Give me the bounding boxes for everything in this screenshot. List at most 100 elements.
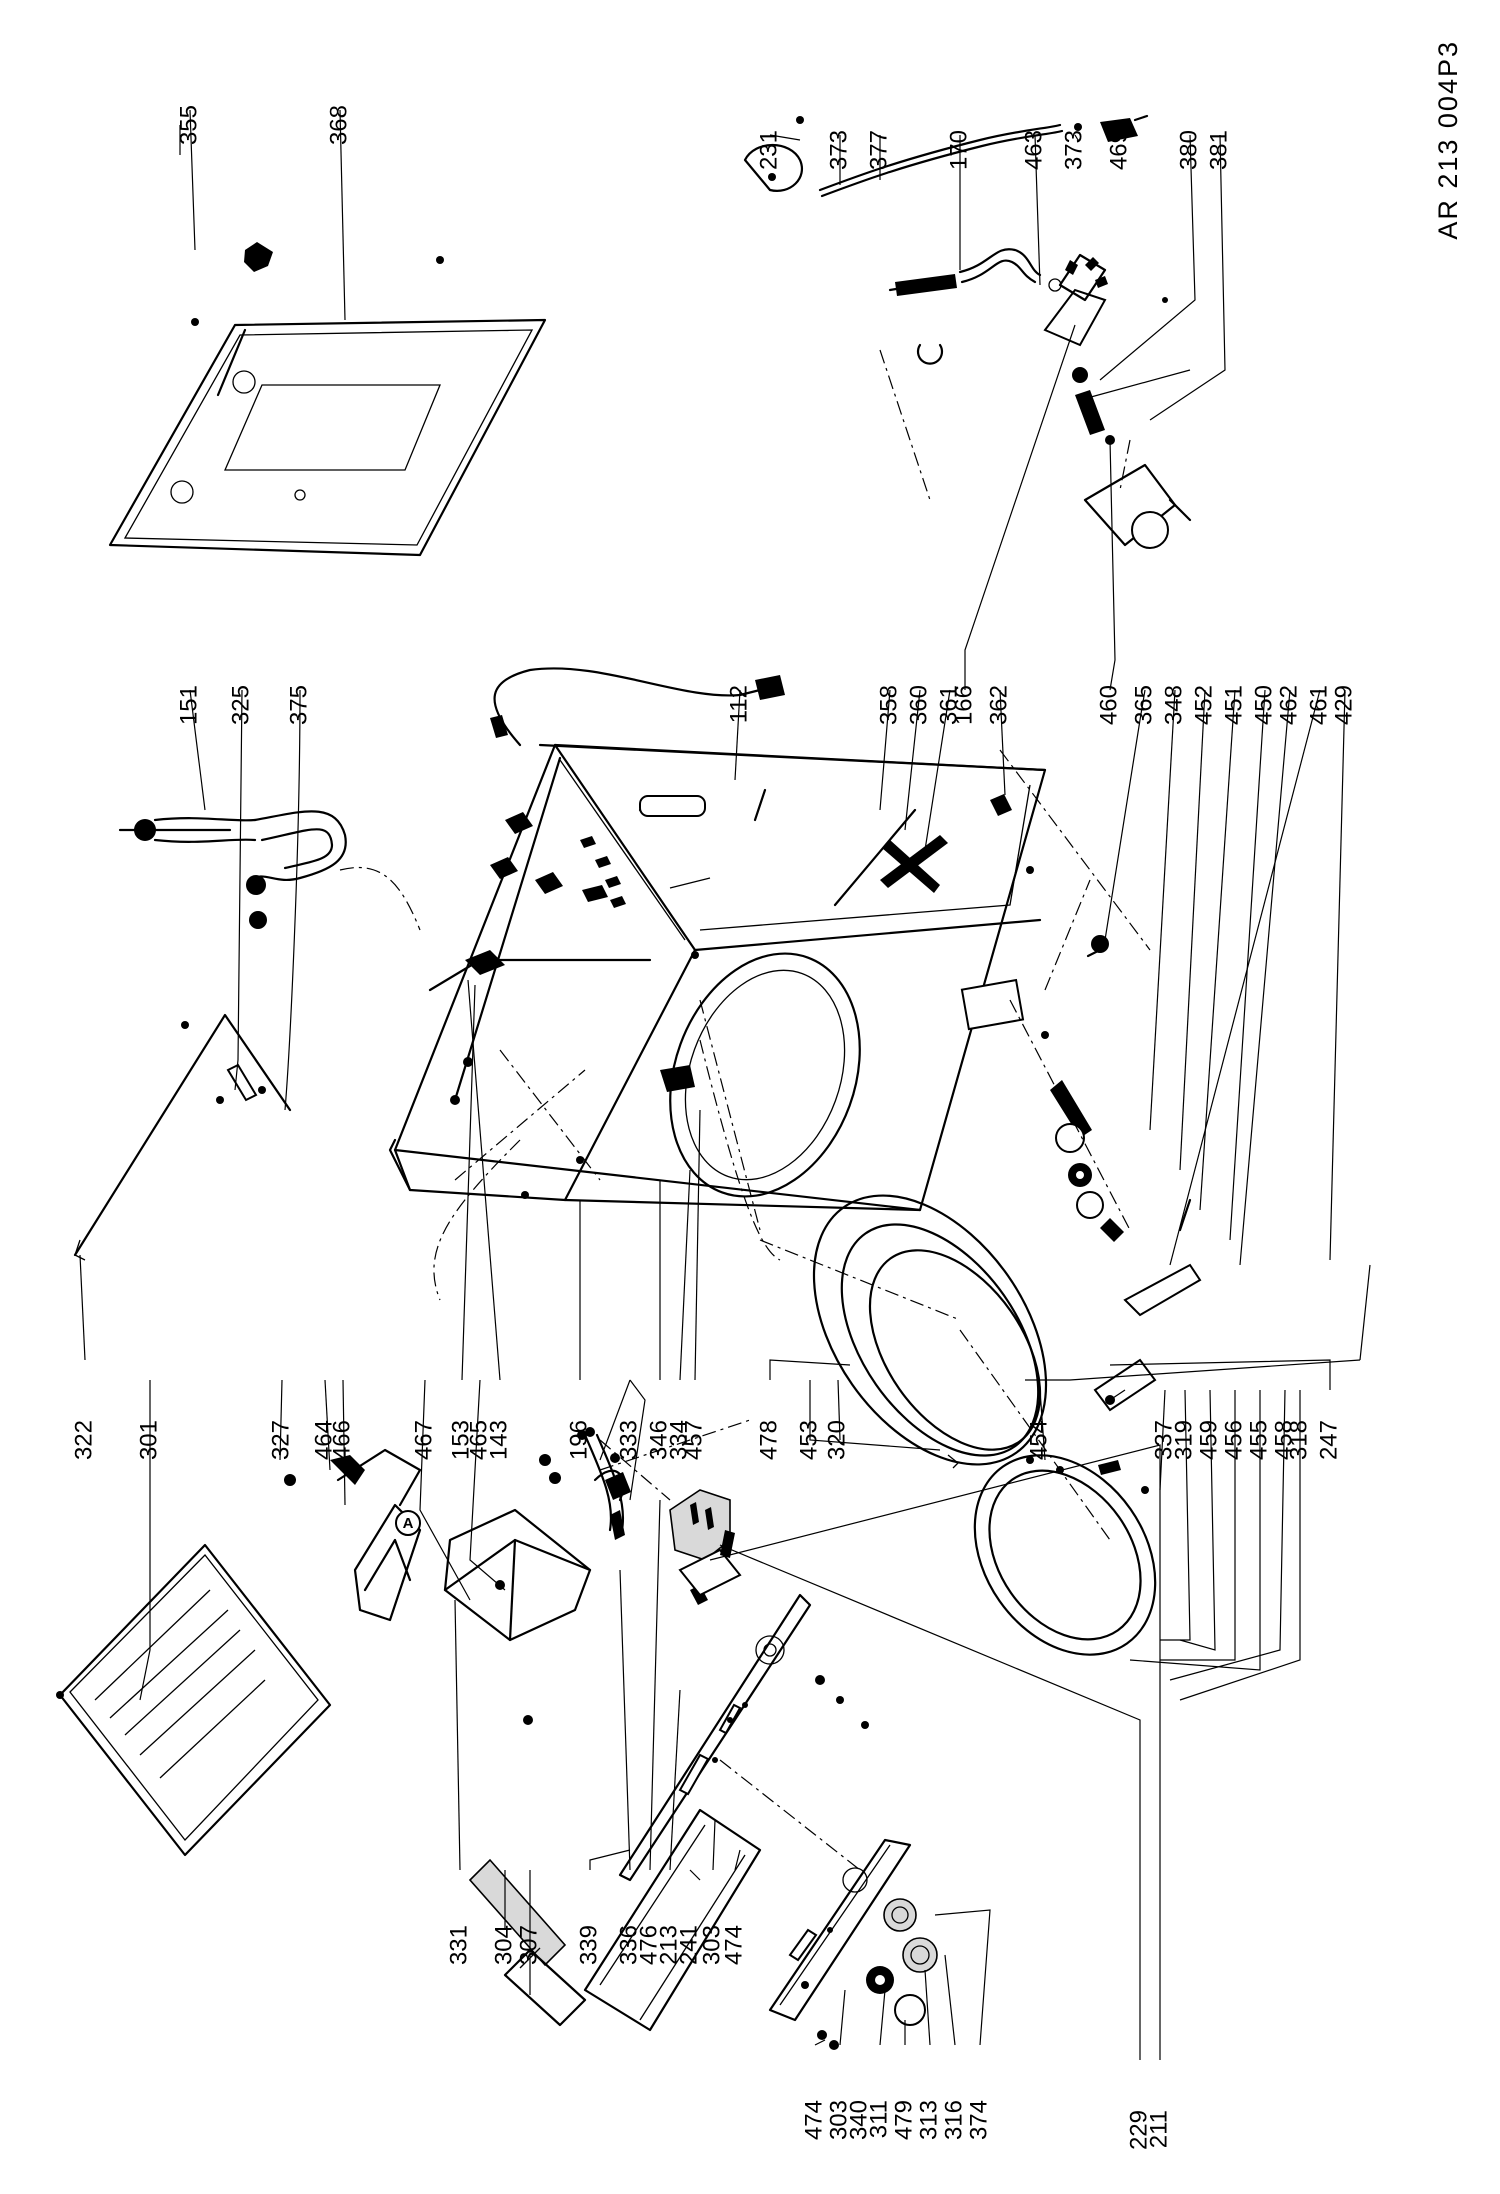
callout-450: 450	[1250, 685, 1277, 725]
front-fascia	[768, 1838, 912, 2022]
callout-303: 303	[825, 2100, 852, 2140]
callout-339: 339	[575, 1925, 602, 1965]
callout-316: 316	[940, 2100, 967, 2140]
callout-170: 170	[945, 130, 972, 170]
callout-labels: 355 368 151 325 375 112 231 373 377 170 463 373 469 3…	[70, 105, 1357, 2150]
callout-377: 377	[865, 130, 892, 170]
callout-196: 196	[565, 1420, 592, 1460]
callout-320: 320	[823, 1420, 850, 1460]
drum-seal-parts	[1026, 866, 1202, 1317]
callout-333: 333	[615, 1420, 642, 1460]
callout-346: 346	[645, 1420, 672, 1460]
callout-112: 112	[725, 685, 752, 723]
cabinet	[388, 743, 1047, 1212]
callout-319: 319	[1170, 1420, 1197, 1460]
sensor-module	[539, 1430, 742, 1597]
callout-374: 374	[965, 2100, 992, 2140]
inlet-hose	[118, 810, 347, 929]
callout-355: 355	[175, 105, 202, 145]
callout-304: 304	[490, 1925, 517, 1965]
callout-459: 459	[1195, 1420, 1222, 1460]
callout-474: 474	[720, 1925, 747, 1965]
callout-461: 461	[1305, 685, 1332, 725]
callout-153: 153	[447, 1420, 474, 1460]
assembly-lines	[339, 349, 1151, 1871]
callout-211: 211	[1145, 2110, 1172, 2148]
callout-301: 301	[135, 1420, 162, 1460]
callout-336: 336	[615, 1925, 642, 1965]
pressure-hose-377	[818, 114, 1149, 198]
callout-465: 465	[465, 1420, 492, 1460]
callout-478: 478	[755, 1420, 782, 1460]
callout-474: 474	[800, 2100, 827, 2140]
drain-pump	[916, 253, 1192, 549]
callout-464: 464	[310, 1420, 337, 1460]
callout-375: 375	[285, 685, 312, 725]
leader-lines	[79, 109, 1371, 2060]
callout-361: 361	[935, 685, 962, 725]
callout-476: 476	[635, 1925, 662, 1965]
callout-373: 373	[1060, 130, 1087, 170]
callout-456: 456	[1220, 1420, 1247, 1460]
callout-429: 429	[1330, 685, 1357, 725]
callout-365: 365	[1130, 685, 1157, 725]
callout-453: 453	[795, 1420, 822, 1460]
bracket-355	[244, 242, 273, 272]
document-code: AR 213 004P3	[1433, 40, 1463, 240]
callout-360: 360	[905, 685, 932, 725]
drain-hose-170	[888, 248, 1042, 296]
callout-451: 451	[1220, 685, 1247, 725]
callout-467: 467	[410, 1420, 437, 1460]
callout-457: 457	[680, 1420, 707, 1460]
callout-231: 231	[755, 130, 782, 170]
detergent-drawer-support	[284, 1448, 422, 1622]
callout-362: 362	[985, 685, 1012, 725]
callout-380: 380	[1175, 130, 1202, 170]
callout-318: 318	[1285, 1420, 1312, 1460]
callout-327: 327	[267, 1420, 294, 1460]
callout-455: 455	[1245, 1420, 1272, 1460]
callout-334: 334	[665, 1420, 692, 1460]
worktop-301	[56, 1543, 332, 1857]
callout-358: 358	[875, 685, 902, 725]
control-trim-339	[583, 1808, 762, 2032]
callout-469: 469	[1105, 130, 1132, 170]
marker-a: A	[403, 1515, 414, 1532]
callout-373: 373	[825, 130, 852, 170]
selector-knobs	[817, 1898, 938, 2050]
callout-462: 462	[1275, 685, 1302, 725]
callout-307: 307	[515, 1925, 542, 1965]
callout-458: 458	[1270, 1420, 1297, 1460]
control-panel	[618, 1593, 869, 1882]
callout-348: 348	[1160, 685, 1187, 725]
power-cord	[490, 667, 785, 747]
callout-368: 368	[325, 105, 352, 145]
hose-333	[583, 1427, 624, 1532]
callout-454: 454	[1025, 1420, 1052, 1460]
callout-381: 381	[1205, 130, 1232, 170]
callout-479: 479	[890, 2100, 917, 2140]
callout-151: 151	[175, 685, 202, 725]
callout-241: 241	[675, 1925, 702, 1965]
callout-311: 311	[865, 2100, 892, 2138]
callout-463: 463	[1020, 130, 1047, 170]
callout-213: 213	[655, 1925, 682, 1965]
callout-331: 331	[445, 1925, 472, 1965]
callout-143: 143	[485, 1420, 512, 1460]
callout-340: 340	[845, 2100, 872, 2140]
callout-313: 313	[915, 2100, 942, 2140]
callout-166: 166	[950, 685, 977, 725]
callout-466: 466	[328, 1420, 355, 1460]
callout-325: 325	[227, 685, 254, 725]
callout-460: 460	[1095, 685, 1122, 725]
callout-229: 229	[1125, 2110, 1152, 2150]
top-panel	[108, 318, 547, 557]
pressure-switch-231	[743, 116, 804, 192]
callout-337: 337	[1150, 1420, 1177, 1460]
callout-247: 247	[1315, 1420, 1342, 1460]
door-assembly	[812, 1194, 1157, 1656]
callout-303: 303	[698, 1925, 725, 1965]
interlock-block	[669, 1489, 731, 1605]
callout-322: 322	[70, 1420, 97, 1460]
